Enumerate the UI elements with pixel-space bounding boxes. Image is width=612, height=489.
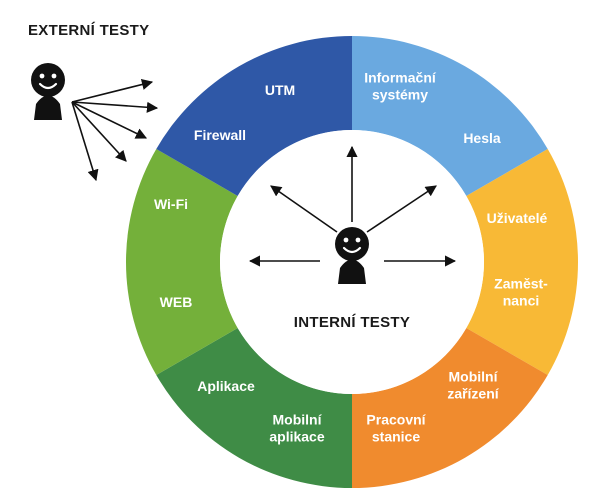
external-arrows <box>71 79 159 182</box>
label-wi-fi: Wi-Fi <box>154 196 188 212</box>
internal-person-icon <box>335 227 369 284</box>
label-zamestnanci: Zaměst-nanci <box>494 276 548 309</box>
label-aplikace: Aplikace <box>197 378 255 394</box>
label-web: WEB <box>160 294 193 310</box>
internal-arrows <box>248 145 457 267</box>
ring-segment-devices <box>352 328 548 488</box>
ring-segment-web <box>125 149 238 375</box>
ring-segment-network <box>156 36 352 196</box>
label-hesla: Hesla <box>463 130 501 146</box>
ring-segment-users <box>466 149 578 375</box>
label-firewall: Firewall <box>194 127 246 143</box>
label-utm: UTM <box>265 82 295 98</box>
internal-tests-title: INTERNÍ TESTY <box>294 314 410 331</box>
label-uzivatele: Uživatelé <box>487 210 548 226</box>
external-tests-title: EXTERNÍ TESTY <box>28 22 149 39</box>
ring-segment-systems <box>352 36 548 196</box>
external-person-icon <box>31 63 65 120</box>
ring-segment-apps <box>156 328 352 488</box>
